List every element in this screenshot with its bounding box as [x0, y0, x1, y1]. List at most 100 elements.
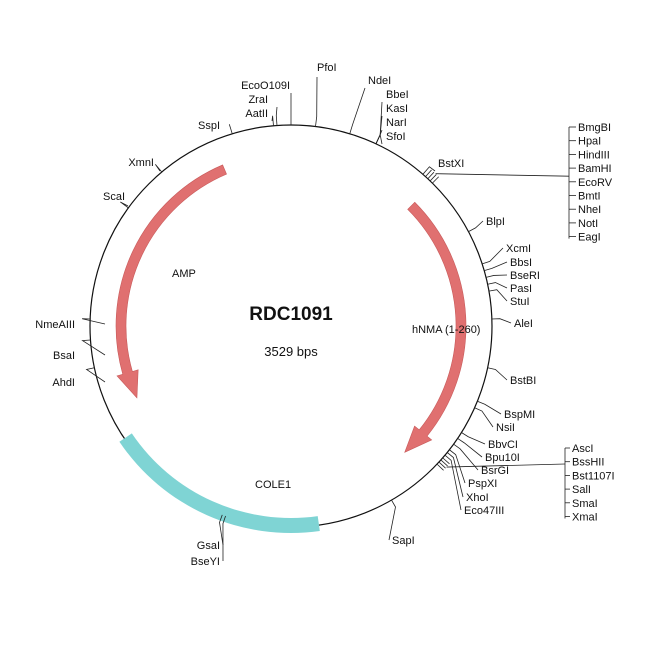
site-tick-pspxi	[449, 449, 466, 484]
site-tick-ndei	[349, 87, 366, 134]
site-label-bmti: BmtI	[578, 191, 601, 203]
site-tick-stui	[488, 289, 508, 302]
site-tick-ahdi	[85, 367, 106, 383]
site-label-sspi: SspI	[198, 120, 220, 132]
site-tick-aatii	[271, 115, 274, 126]
cole1-feature-block	[119, 433, 320, 533]
site-label-pasi: PasI	[510, 283, 532, 295]
site-label-pfoi: PfoI	[317, 62, 337, 74]
cole1-feature-label: COLE1	[255, 479, 291, 491]
site-label-scai: ScaI	[103, 191, 125, 203]
site-tick-bseri	[485, 274, 508, 278]
site-label-layer: PfoI EcoO109I ZraI AatII SspI XmnI ScaI NdeI Bbe…	[35, 62, 614, 568]
site-tick-bbsi	[484, 261, 508, 271]
site-label-eagi: EagI	[578, 232, 601, 244]
site-tick-nmeaiii	[82, 318, 106, 325]
amp-feature-label: AMP	[172, 268, 196, 280]
site-label-pspxi: PspXI	[468, 478, 497, 490]
site-label-bbvci: BbvCI	[488, 439, 518, 451]
site-label-bamhi: BamHI	[578, 163, 612, 175]
site-label-gsai: GsaI	[197, 540, 220, 552]
site-label-sfoi: SfoI	[386, 131, 406, 143]
plasmid-name: RDC1091	[249, 304, 333, 325]
site-label-sali: SalI	[572, 484, 591, 496]
site-label-bmgbi: BmgBI	[578, 122, 611, 134]
site-tick-bstbi	[487, 367, 508, 381]
site-label-smai: SmaI	[572, 498, 598, 510]
site-tick-scai	[120, 201, 129, 209]
site-tick-bsai	[81, 339, 106, 356]
site-tick-xmni	[155, 164, 163, 173]
site-label-alei: AleI	[514, 318, 533, 330]
site-label-bst1107i: Bst1107I	[572, 470, 615, 482]
site-label-xhoi: XhoI	[466, 492, 489, 504]
mcs2-tick	[438, 461, 446, 469]
site-label-xcmi: XcmI	[506, 243, 531, 255]
site-tick-bspmi	[477, 400, 502, 415]
site-label-noti: NotI	[578, 218, 598, 230]
plasmid-size: 3529 bps	[264, 344, 318, 359]
site-tick-bsrgi	[453, 443, 479, 471]
site-label-ndei: NdeI	[368, 75, 391, 87]
site-label-ecoo109i: EcoO109I	[241, 80, 290, 92]
site-label-nmeaiii: NmeAIII	[35, 319, 75, 331]
mcs2-tick	[442, 457, 450, 465]
site-tick-blpi	[468, 220, 484, 232]
mcs2-connector	[446, 463, 566, 468]
site-label-bbsi: BbsI	[510, 257, 532, 269]
site-label-aatii: AatII	[245, 108, 268, 120]
site-label-ecorv: EcoRV	[578, 177, 613, 189]
site-tick-gsai	[219, 514, 224, 546]
amp-feature-arrow	[115, 164, 227, 399]
site-tick-sfoi	[375, 133, 383, 145]
site-tick-eco47iii	[444, 454, 462, 511]
site-tick-sapi	[388, 499, 396, 541]
site-label-bspmi: BspMI	[504, 409, 535, 421]
mcs2-tick	[436, 463, 444, 471]
site-label-xmni: XmnI	[128, 157, 154, 169]
mcs1-connector	[435, 173, 570, 177]
site-label-bpu10i: Bpu10I	[485, 452, 520, 464]
site-label-ahdi: AhdI	[52, 377, 75, 389]
site-label-bsshii: BssHII	[572, 457, 604, 469]
site-label-bsai: BsaI	[53, 350, 75, 362]
site-label-eco47iii: Eco47III	[464, 505, 504, 517]
site-tick-zrai	[275, 106, 278, 126]
site-label-asci: AscI	[572, 443, 593, 455]
site-label-bbei: BbeI	[386, 89, 409, 101]
site-label-bstbi: BstBI	[510, 375, 536, 387]
site-tick-layer	[81, 76, 576, 562]
site-label-bstxi: BstXI	[438, 158, 464, 170]
site-label-nari: NarI	[386, 117, 407, 129]
site-label-nhei: NheI	[578, 204, 601, 216]
site-label-bseri: BseRI	[510, 270, 540, 282]
mcs1-tick	[429, 174, 437, 182]
site-tick-bseyi	[222, 515, 226, 562]
site-tick-bbvci	[461, 432, 486, 445]
hnma-feature-arrow	[404, 201, 467, 453]
site-label-xmai: XmaI	[572, 512, 598, 524]
site-tick-xcmi	[482, 247, 504, 265]
site-label-stui: StuI	[510, 296, 530, 308]
site-label-hindiii: HindIII	[578, 149, 610, 161]
site-tick-alei	[491, 318, 512, 324]
site-label-hpai: HpaI	[578, 136, 601, 148]
site-tick-pfoi	[315, 76, 318, 127]
site-label-zrai: ZraI	[248, 94, 268, 106]
site-label-kasi: KasI	[386, 103, 408, 115]
site-label-bsrgi: BsrGI	[481, 465, 509, 477]
site-tick-bstxi	[422, 166, 436, 175]
site-tick-xhoi	[446, 452, 464, 498]
site-label-nsii: NsiI	[496, 422, 515, 434]
mcs1-tick	[432, 176, 439, 184]
site-label-bseyi: BseYI	[191, 556, 220, 568]
site-tick-pasi	[487, 282, 508, 289]
mcs1-tick	[425, 169, 432, 177]
mcs1-tick	[427, 171, 435, 180]
site-tick-nsii	[474, 407, 494, 428]
site-label-blpi: BlpI	[486, 216, 505, 228]
mcs2-tick	[440, 459, 448, 467]
site-label-sapi: SapI	[392, 535, 415, 547]
